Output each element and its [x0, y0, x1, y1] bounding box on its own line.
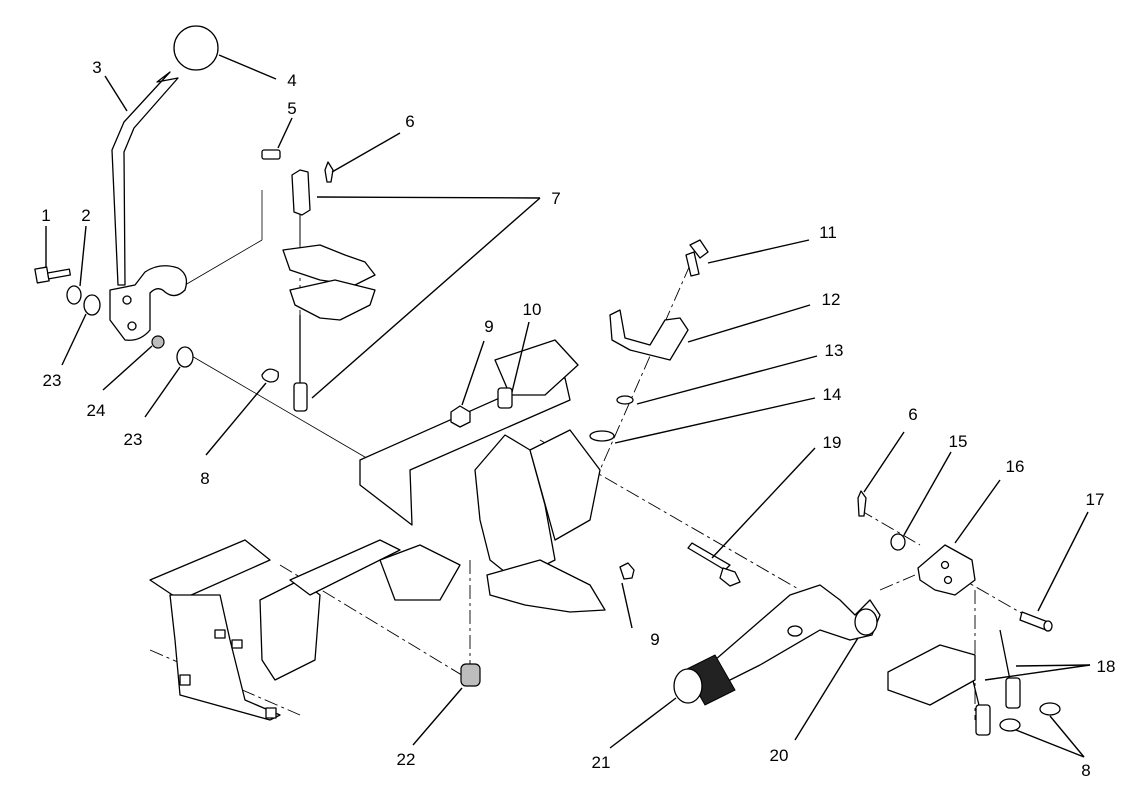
- callout-9-lower: 9: [650, 630, 659, 649]
- bolt-part-1: [34, 266, 72, 284]
- callout-12: 12: [822, 290, 841, 309]
- callout-2: 2: [81, 206, 90, 225]
- callout-19: 19: [823, 433, 842, 452]
- shift-knob: [173, 25, 219, 71]
- callout-13: 13: [825, 341, 844, 360]
- pin-part-5: [261, 149, 281, 160]
- clip-part-8-right: [999, 702, 1061, 732]
- bushing-part-22: [460, 663, 481, 687]
- callout-16: 16: [1006, 457, 1025, 476]
- washer-part-14: [589, 430, 615, 442]
- clip-part-6-lower: [857, 490, 867, 517]
- callout-21: 21: [592, 753, 611, 772]
- callout-20: 20: [770, 746, 789, 765]
- nut-part-9-lower: [619, 562, 635, 580]
- callout-9-upper: 9: [484, 317, 493, 336]
- callout-3: 3: [92, 58, 101, 77]
- callout-6-lower: 6: [908, 405, 917, 424]
- shift-lever: [109, 71, 188, 341]
- pin-part-17: [1019, 611, 1053, 632]
- callout-14: 14: [823, 385, 842, 404]
- nut-part-9-upper: [450, 405, 471, 428]
- bracket-part-12: [609, 309, 689, 361]
- callout-23-lower: 23: [124, 430, 143, 449]
- bolt-part-11: [685, 239, 709, 277]
- callout-15: 15: [949, 432, 968, 451]
- callout-17: 17: [1086, 490, 1105, 509]
- bracket-part-16: [917, 544, 976, 596]
- callout-6-upper: 6: [405, 112, 414, 131]
- callout-22: 22: [397, 750, 416, 769]
- callout-8-left: 8: [200, 469, 209, 488]
- callout-18: 18: [1097, 657, 1116, 676]
- leader-lines: [45, 54, 1091, 758]
- washer-part-15: [890, 533, 906, 551]
- clevis-rod-part-7: [282, 169, 376, 412]
- main-frame-bracket: [149, 339, 606, 721]
- clip-part-6-upper: [324, 161, 334, 183]
- callout-labels: 1 2 3 4 5 6 6 7 8 8 9 9 10 11 12 13 14 1…: [41, 58, 1115, 780]
- washer-part-23-upper: [83, 294, 101, 316]
- callout-8-right: 8: [1081, 761, 1090, 780]
- callout-24: 24: [87, 401, 106, 420]
- callout-1: 1: [41, 206, 50, 225]
- bolt-part-19: [687, 542, 741, 587]
- clip-part-8-left: [261, 368, 279, 383]
- callout-5: 5: [287, 99, 296, 118]
- handle-lever-part-20: [714, 584, 881, 686]
- callout-10: 10: [523, 300, 542, 319]
- callout-7: 7: [551, 189, 560, 208]
- nut-part-24: [151, 335, 165, 349]
- callout-23-upper: 23: [43, 371, 62, 390]
- callout-4: 4: [287, 71, 296, 90]
- pin-part-10: [497, 387, 513, 409]
- plate-part-18: [887, 644, 976, 706]
- callout-11: 11: [819, 223, 837, 242]
- washer-part-13: [616, 395, 634, 405]
- grip-part-21: [673, 654, 736, 706]
- washer-part-2: [66, 285, 82, 305]
- washer-part-23-lower: [176, 346, 194, 368]
